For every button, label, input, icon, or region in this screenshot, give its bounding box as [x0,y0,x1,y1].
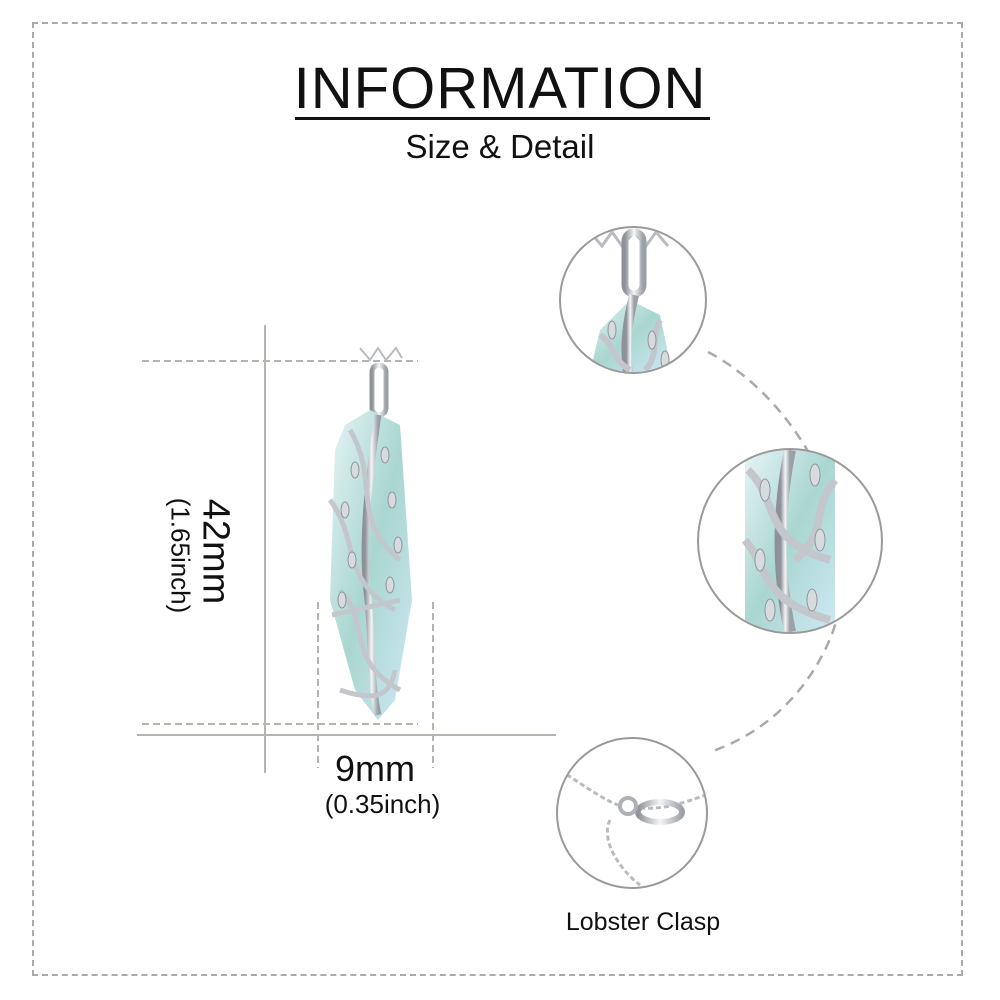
height-inch-label: (1.65inch) [165,497,196,614]
width-mm-label: 9mm [335,748,415,789]
page-title: INFORMATION [293,56,707,121]
connector-arc [707,350,845,754]
detail-circle-clasp [558,739,706,887]
detail-circle-bail [561,228,705,372]
dashed-frame [32,22,963,976]
clasp-label: Lobster Clasp [565,908,721,936]
title-underline [295,117,710,120]
pendant-image [327,346,412,720]
page-subtitle: Size & Detail [405,128,595,165]
height-mm-label: 42mm [194,498,237,605]
dimension-guides [137,325,556,773]
width-inch-label: (0.35inch) [324,789,441,819]
detail-circle-vines [699,450,881,632]
